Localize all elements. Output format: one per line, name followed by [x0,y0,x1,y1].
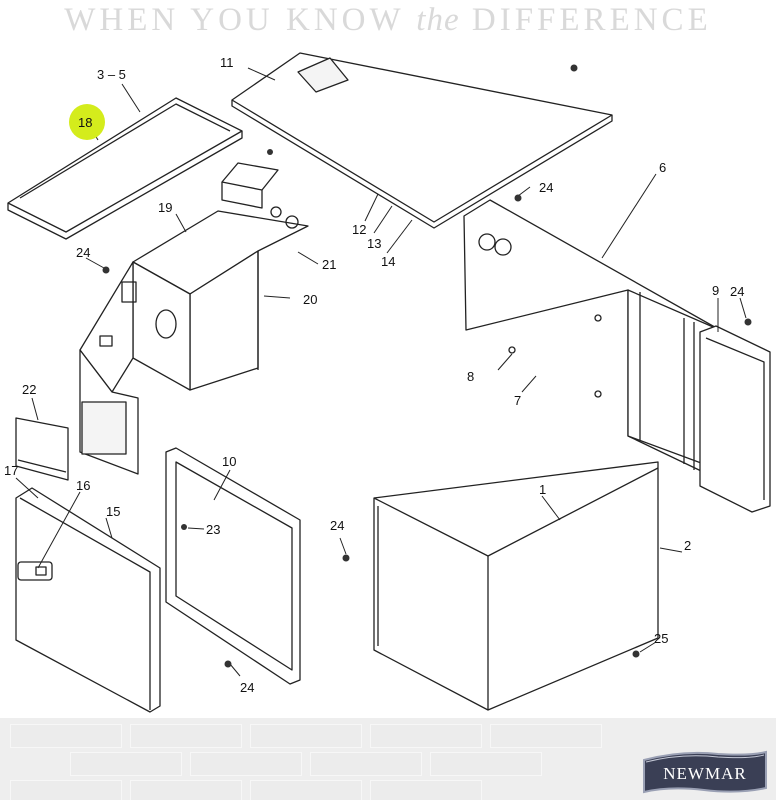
part-11-top-panel [231,52,613,229]
tagline-post: DIFFERENCE [459,2,712,38]
tagline: WHEN YOU KNOW the DIFFERENCE [0,2,776,39]
callout-8: 8 [467,369,474,384]
callout-16: 16 [76,478,90,493]
header-banner: WHEN YOU KNOW the DIFFERENCE [0,0,776,48]
brick [430,752,542,776]
callout-24-b: 24 [76,245,90,260]
callout-24-d: 24 [330,518,344,533]
brick [190,752,302,776]
tagline-the: the [416,2,460,38]
callout-21: 21 [322,257,336,272]
callout-12: 12 [352,222,366,237]
part-10-door-frame [165,447,301,685]
callout-11: 11 [220,55,234,70]
brick [490,724,602,748]
part-15-front-door [15,487,161,713]
highlight-marker [69,104,105,140]
brick [130,780,242,800]
callout-13: 13 [367,236,381,251]
callout-14: 14 [381,254,395,269]
brick [10,724,122,748]
callout-22: 22 [22,382,36,397]
callout-7: 7 [514,393,521,408]
brick [370,724,482,748]
callout-24-c: 24 [730,284,744,299]
callout-6: 6 [659,160,666,175]
brick [70,752,182,776]
brick [10,780,122,800]
callouts: 1 2 3 – 5 6 7 8 9 10 11 12 13 14 15 16 1… [4,55,744,695]
exploded-parts-diagram: 1 2 3 – 5 6 7 8 9 10 11 12 13 14 15 16 1… [4,52,771,713]
callout-24-a: 24 [539,180,553,195]
brick [370,780,482,800]
callout-23: 23 [206,522,220,537]
part-22-access-cover [15,417,69,481]
logo-text: NEWMAR [663,764,746,783]
callout-24-e: 24 [240,680,254,695]
fasteners [102,64,752,668]
callout-10: 10 [222,454,236,469]
callout-15: 15 [106,504,120,519]
callout-18: 18 [78,115,92,130]
callout-25: 25 [654,631,668,646]
brick [250,780,362,800]
part-3-5-base-plate [7,97,243,240]
small-bracket [221,162,279,209]
callout-2: 2 [684,538,691,553]
brick [250,724,362,748]
callout-17: 17 [4,463,18,478]
part-1-lower-cabinet [373,461,659,711]
brick [130,724,242,748]
callout-3-5: 3 – 5 [97,67,126,82]
callout-20: 20 [303,292,317,307]
part-6-side-panel [463,199,721,481]
callout-19: 19 [158,200,172,215]
callout-1: 1 [539,482,546,497]
callout-9: 9 [712,283,719,298]
newmar-logo: NEWMAR [643,750,767,794]
brick [310,752,422,776]
part-9-door-panel [699,325,771,513]
tagline-pre: WHEN YOU KNOW [64,2,417,38]
part-19-housing [79,206,309,475]
